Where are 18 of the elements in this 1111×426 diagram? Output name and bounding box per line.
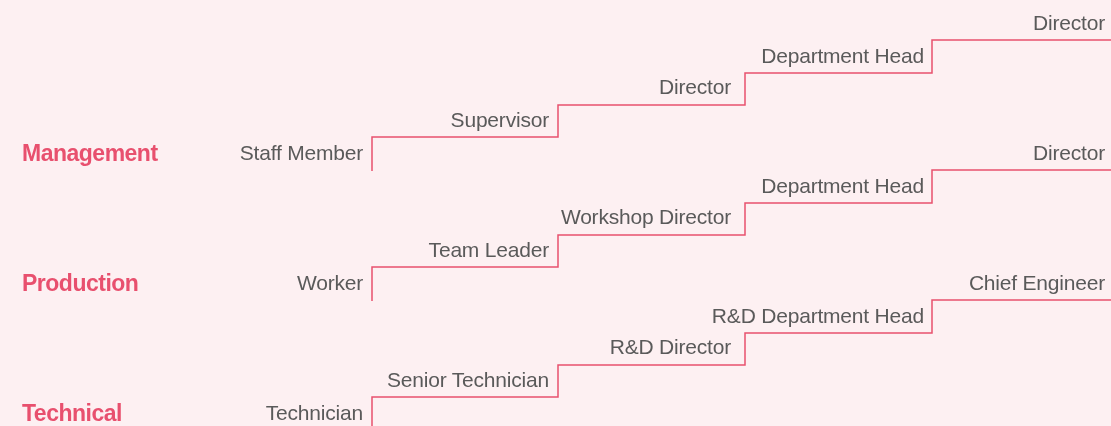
position-label: R&D Director bbox=[609, 334, 731, 360]
position-label: Technician bbox=[265, 400, 363, 426]
position-label: Director bbox=[659, 74, 731, 100]
position-label: Supervisor bbox=[450, 107, 549, 133]
position-label: Director bbox=[1033, 140, 1105, 166]
position-label: Worker bbox=[296, 270, 363, 296]
position-label: Director bbox=[1033, 10, 1105, 36]
position-label: Department Head bbox=[761, 173, 924, 199]
category-label: Technical bbox=[22, 400, 122, 426]
position-label: Chief Engineer bbox=[968, 270, 1105, 296]
category-label: Management bbox=[22, 140, 158, 166]
position-label: Team Leader bbox=[428, 237, 549, 263]
position-label: Department Head bbox=[761, 43, 924, 69]
position-label: Senior Technician bbox=[387, 367, 549, 393]
category-label: Production bbox=[22, 270, 139, 296]
position-label: R&D Department Head bbox=[711, 303, 924, 329]
position-label: Workshop Director bbox=[560, 204, 731, 230]
position-label: Staff Member bbox=[239, 140, 363, 166]
